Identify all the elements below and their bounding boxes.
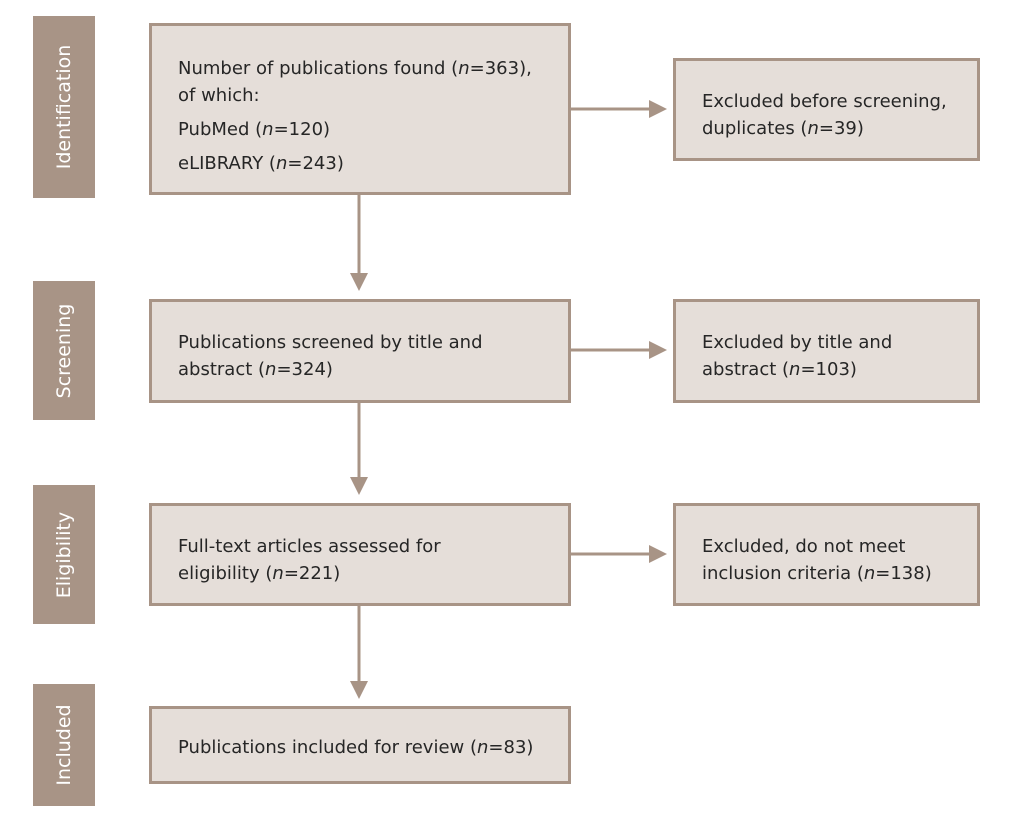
stage-screening: Screening	[33, 281, 95, 420]
stage-identification: Identification	[33, 16, 95, 198]
box-excluded-duplicates: Excluded before screening, duplicates (n…	[673, 58, 980, 161]
box-fulltext-assessed: Full-text articles assessed for eligibil…	[149, 503, 571, 606]
box-publications-found: Number of publications found (n=363), of…	[149, 23, 571, 195]
stage-eligibility: Eligibility	[33, 485, 95, 624]
box-excluded-title-abstract: Excluded by title and abstract (n=103)	[673, 299, 980, 403]
box-publications-included: Publications included for review (n=83)	[149, 706, 571, 784]
box-excluded-criteria: Excluded, do not meet inclusion criteria…	[673, 503, 980, 606]
stage-included: Included	[33, 684, 95, 806]
box-publications-screened: Publications screened by title and abstr…	[149, 299, 571, 403]
